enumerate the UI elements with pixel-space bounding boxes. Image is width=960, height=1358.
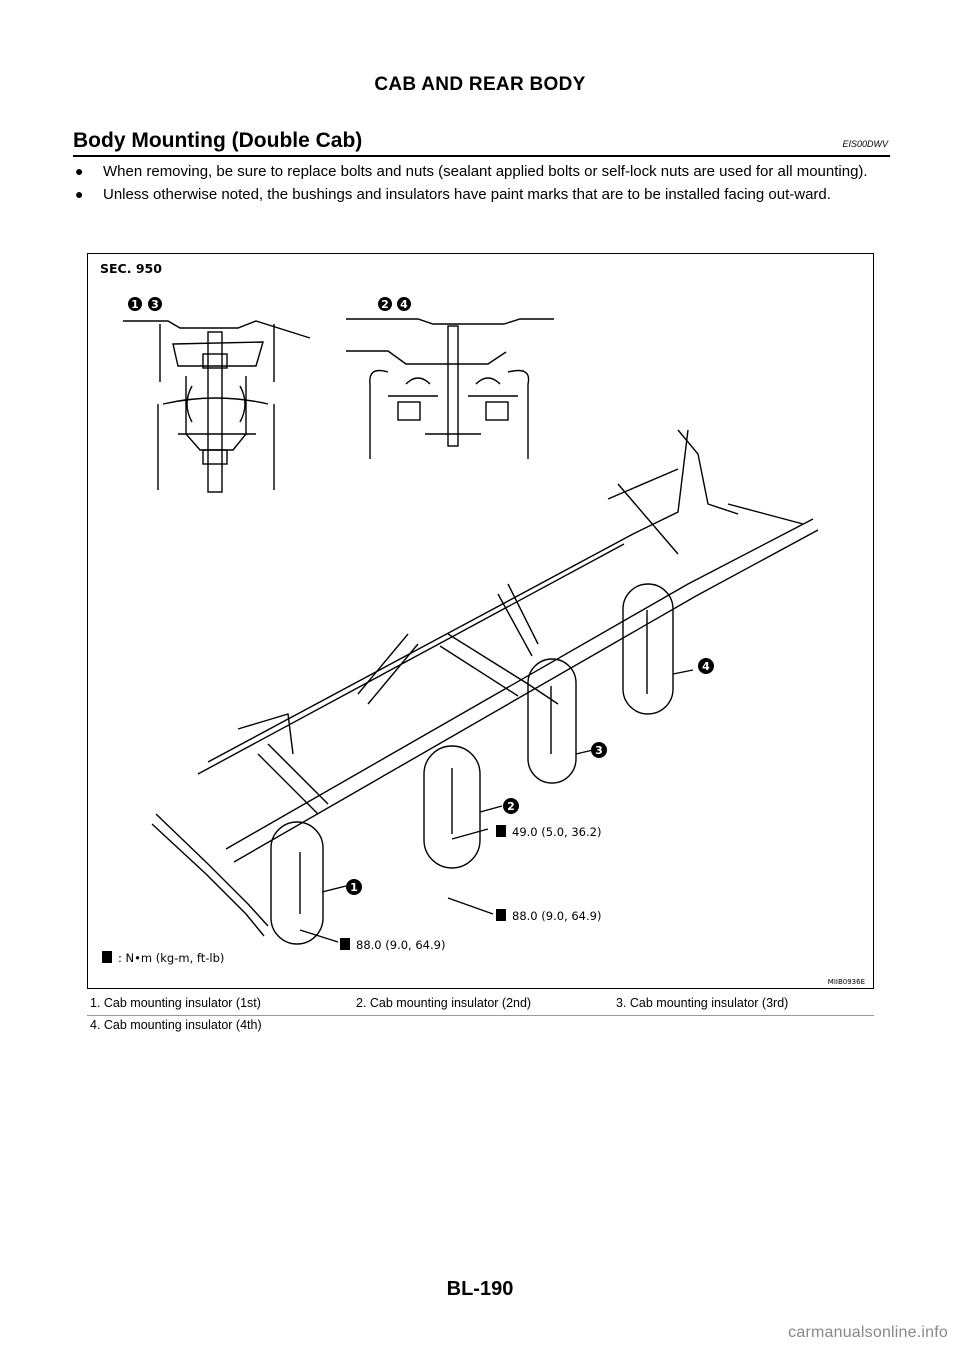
label-circle-3 xyxy=(148,297,162,311)
detail-label-3: 3 xyxy=(151,298,159,311)
wrench-icon xyxy=(102,951,112,963)
insulator-callouts xyxy=(270,583,694,945)
detail-right-drawing xyxy=(346,318,554,459)
unit-legend: : N•m (kg-m, ft-lb) xyxy=(118,951,224,965)
torque-label-2: 88.0 (9.0, 64.9) xyxy=(512,909,601,923)
section-title: Body Mounting (Double Cab) xyxy=(73,129,363,152)
chassis-frame-drawing xyxy=(151,429,819,937)
detail-label-1: 1 xyxy=(131,298,139,311)
section-rule xyxy=(73,155,890,157)
bullet-dot-icon: ● xyxy=(75,186,84,202)
legend-item-1: 1. Cab mounting insulator (1st) xyxy=(90,996,261,1010)
detail-label-2: 2 xyxy=(381,298,389,311)
legend-item-3: 3. Cab mounting insulator (3rd) xyxy=(616,996,789,1010)
detail-left-drawing xyxy=(123,320,311,493)
legend-row: 4. Cab mounting insulator (4th) xyxy=(87,1015,874,1037)
legend-separator xyxy=(87,1015,874,1016)
section-code: EIS00DWV xyxy=(842,139,888,149)
torque-label-3: 88.0 (9.0, 64.9) xyxy=(356,938,445,952)
callout-4: 4 xyxy=(702,660,710,673)
page-header: CAB AND REAR BODY xyxy=(374,74,586,95)
frame-callouts: 1 2 3 4 xyxy=(346,658,714,895)
figure-drawing: SEC. 950 1 3 2 4 1 2 3 4 49.0 xyxy=(100,261,865,986)
detail-label-4: 4 xyxy=(400,298,408,311)
bullet-item: ● Unless otherwise noted, the bushings a… xyxy=(73,185,891,204)
label-circle-1 xyxy=(128,297,142,311)
torque-labels: 49.0 (5.0, 36.2) 88.0 (9.0, 64.9) 88.0 (… xyxy=(340,825,601,952)
legend-item-4: 4. Cab mounting insulator (4th) xyxy=(90,1018,262,1032)
legend-row: 1. Cab mounting insulator (1st) 2. Cab m… xyxy=(87,993,874,1015)
callout-1: 1 xyxy=(350,881,358,894)
wrench-icon xyxy=(496,825,506,837)
label-circle-4 xyxy=(397,297,411,311)
torque-label-1: 49.0 (5.0, 36.2) xyxy=(512,825,601,839)
bullet-item: ● When removing, be sure to replace bolt… xyxy=(73,162,891,181)
bullet-text: Unless otherwise noted, the bushings and… xyxy=(103,186,831,203)
detail-left-labels: 1 3 xyxy=(128,297,162,311)
legend-item-2: 2. Cab mounting insulator (2nd) xyxy=(356,996,532,1010)
callout-2: 2 xyxy=(507,800,515,813)
detail-right-labels: 2 4 xyxy=(378,297,411,311)
page-number: BL-190 xyxy=(446,1278,514,1300)
wrench-icon xyxy=(340,938,350,950)
watermark: carmanualsonline.info xyxy=(788,1324,948,1341)
figure-legend: 1. Cab mounting insulator (1st) 2. Cab m… xyxy=(87,993,874,1037)
bullet-text: When removing, be sure to replace bolts … xyxy=(103,163,868,180)
body-mounting-figure: SEC. 950 1 3 2 4 1 2 3 4 49.0 xyxy=(87,253,874,989)
label-circle-2 xyxy=(378,297,392,311)
wrench-icon xyxy=(496,909,506,921)
bullet-list: ● When removing, be sure to replace bolt… xyxy=(73,162,891,208)
callout-3: 3 xyxy=(595,744,603,757)
bullet-dot-icon: ● xyxy=(75,163,84,179)
figure-id: MIIB0936E xyxy=(828,978,865,986)
sec-label: SEC. 950 xyxy=(100,261,162,276)
